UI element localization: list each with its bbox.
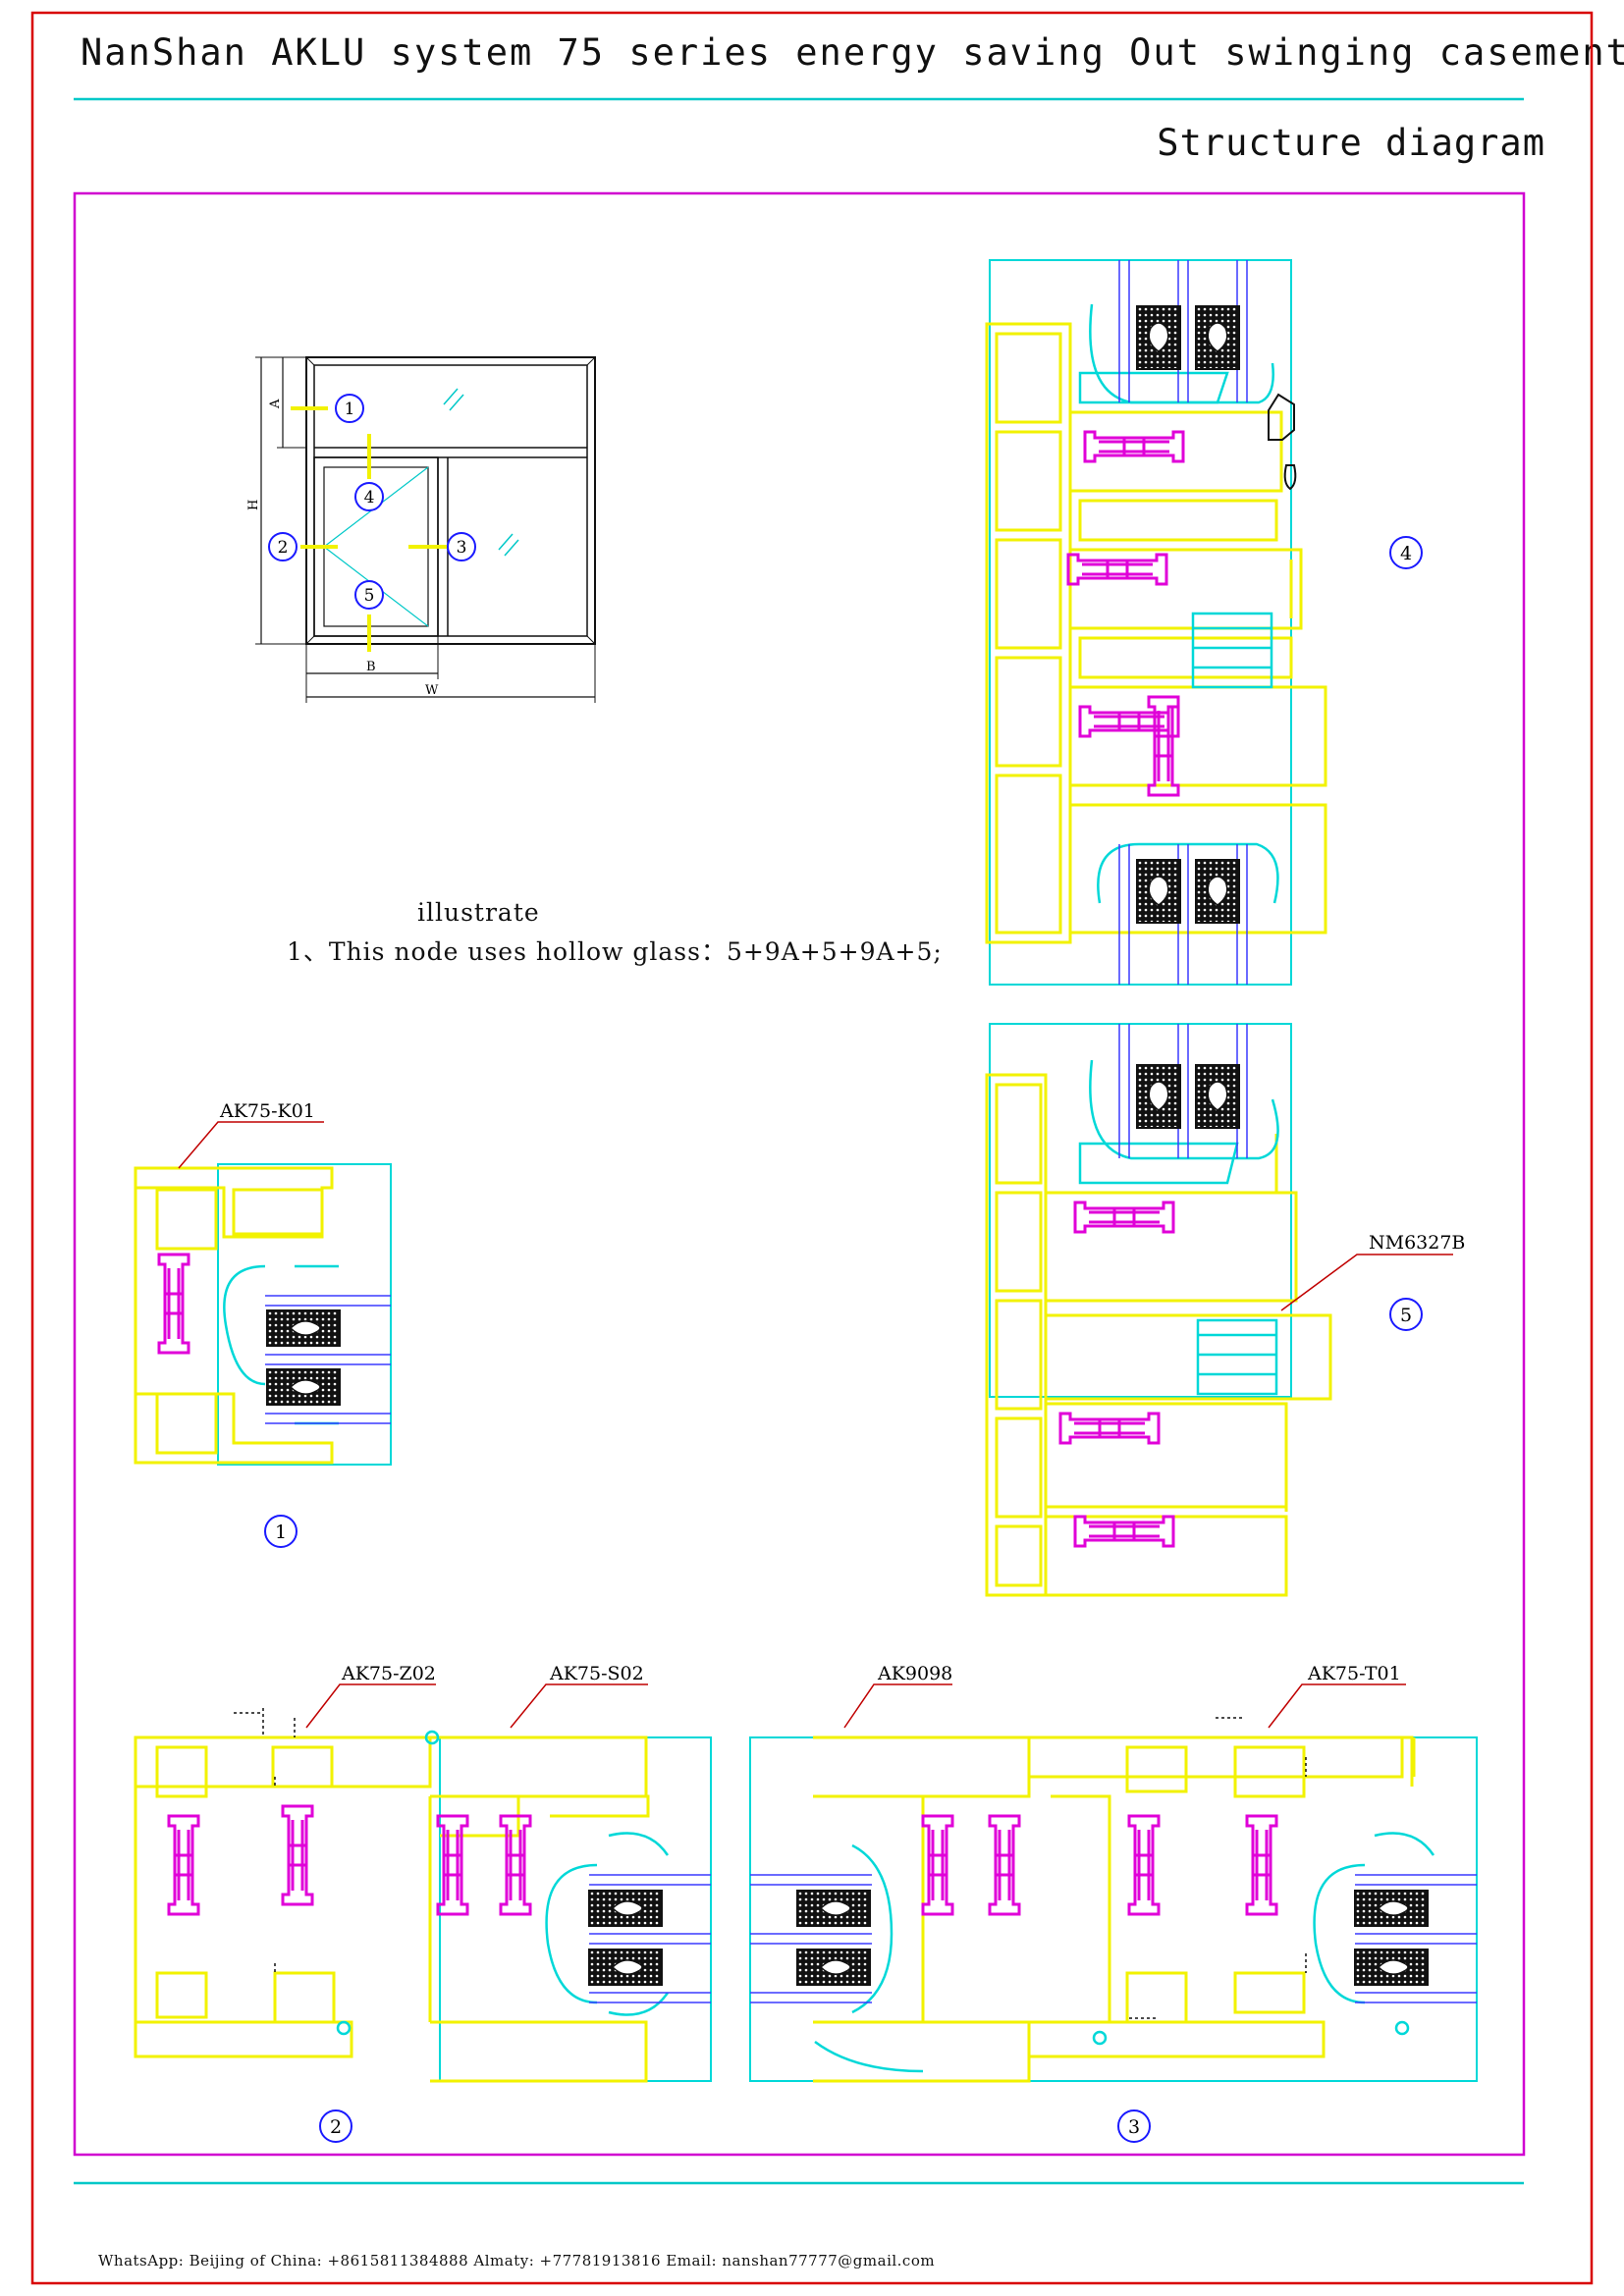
profile-label-ak75-t01: AK75-T01 bbox=[1307, 1663, 1401, 1684]
pointer-ak75-k01 bbox=[178, 1121, 324, 1169]
section-5-callout: 5 bbox=[1400, 1305, 1412, 1326]
section-2-callout: 2 bbox=[330, 2116, 342, 2138]
dim-w-label: W bbox=[425, 683, 439, 698]
section-5-drawing bbox=[985, 1023, 1332, 1597]
profile-label-ak75-z02: AK75-Z02 bbox=[341, 1663, 436, 1684]
profile-label-ak75-k01: AK75-K01 bbox=[219, 1100, 315, 1122]
dim-h-label: H bbox=[246, 500, 261, 510]
section-3-callout: 3 bbox=[1128, 2116, 1140, 2138]
page-title: NanShan AKLU system 75 series energy sav… bbox=[81, 31, 1624, 74]
footer-contact: WhatsApp: Beijing of China: +86158113848… bbox=[98, 2252, 936, 2269]
section-4-drawing bbox=[985, 259, 1327, 986]
section-2-drawing bbox=[134, 1708, 712, 2083]
profile-label-nm6327b: NM6327B bbox=[1369, 1232, 1465, 1254]
page-border bbox=[30, 11, 1594, 2285]
profile-label-ak75-s02: AK75-S02 bbox=[549, 1663, 644, 1684]
drawing-border bbox=[73, 191, 1526, 2157]
section-3-callout-circle bbox=[1117, 2109, 1151, 2143]
pointer-ak75-t01 bbox=[1268, 1683, 1406, 1729]
window-elevation: H A B W 1 4 2 3 5 bbox=[246, 356, 596, 703]
profile-label-ak9098: AK9098 bbox=[877, 1663, 952, 1684]
section-4-callout-circle bbox=[1389, 536, 1423, 569]
section-5-callout-circle bbox=[1389, 1298, 1423, 1331]
notes-heading: illustrate bbox=[417, 898, 540, 927]
pointer-ak9098 bbox=[843, 1683, 952, 1729]
section-1-callout: 1 bbox=[275, 1522, 287, 1543]
elevation-callout-2: 2 bbox=[278, 538, 289, 558]
section-4-callout: 4 bbox=[1400, 543, 1412, 564]
notes-line-1: 1、This node uses hollow glass：5+9A+5+9A+… bbox=[287, 937, 943, 966]
section-3-drawing bbox=[749, 1717, 1478, 2083]
dim-b-label: B bbox=[366, 660, 376, 674]
section-1-callout-circle bbox=[264, 1515, 298, 1548]
pointer-ak75-z02 bbox=[305, 1683, 436, 1729]
section-2-callout-circle bbox=[319, 2109, 352, 2143]
dim-a-label: A bbox=[268, 399, 283, 409]
pointer-nm6327b bbox=[1280, 1254, 1453, 1311]
elevation-callout-4: 4 bbox=[364, 488, 375, 507]
elevation-callout-5: 5 bbox=[364, 586, 375, 606]
pointer-ak75-s02 bbox=[510, 1683, 648, 1729]
page-subtitle: Structure diagram bbox=[1157, 122, 1545, 164]
elevation-callout-3: 3 bbox=[457, 538, 467, 558]
elevation-callout-1: 1 bbox=[345, 400, 355, 419]
section-1-drawing bbox=[134, 1163, 392, 1466]
